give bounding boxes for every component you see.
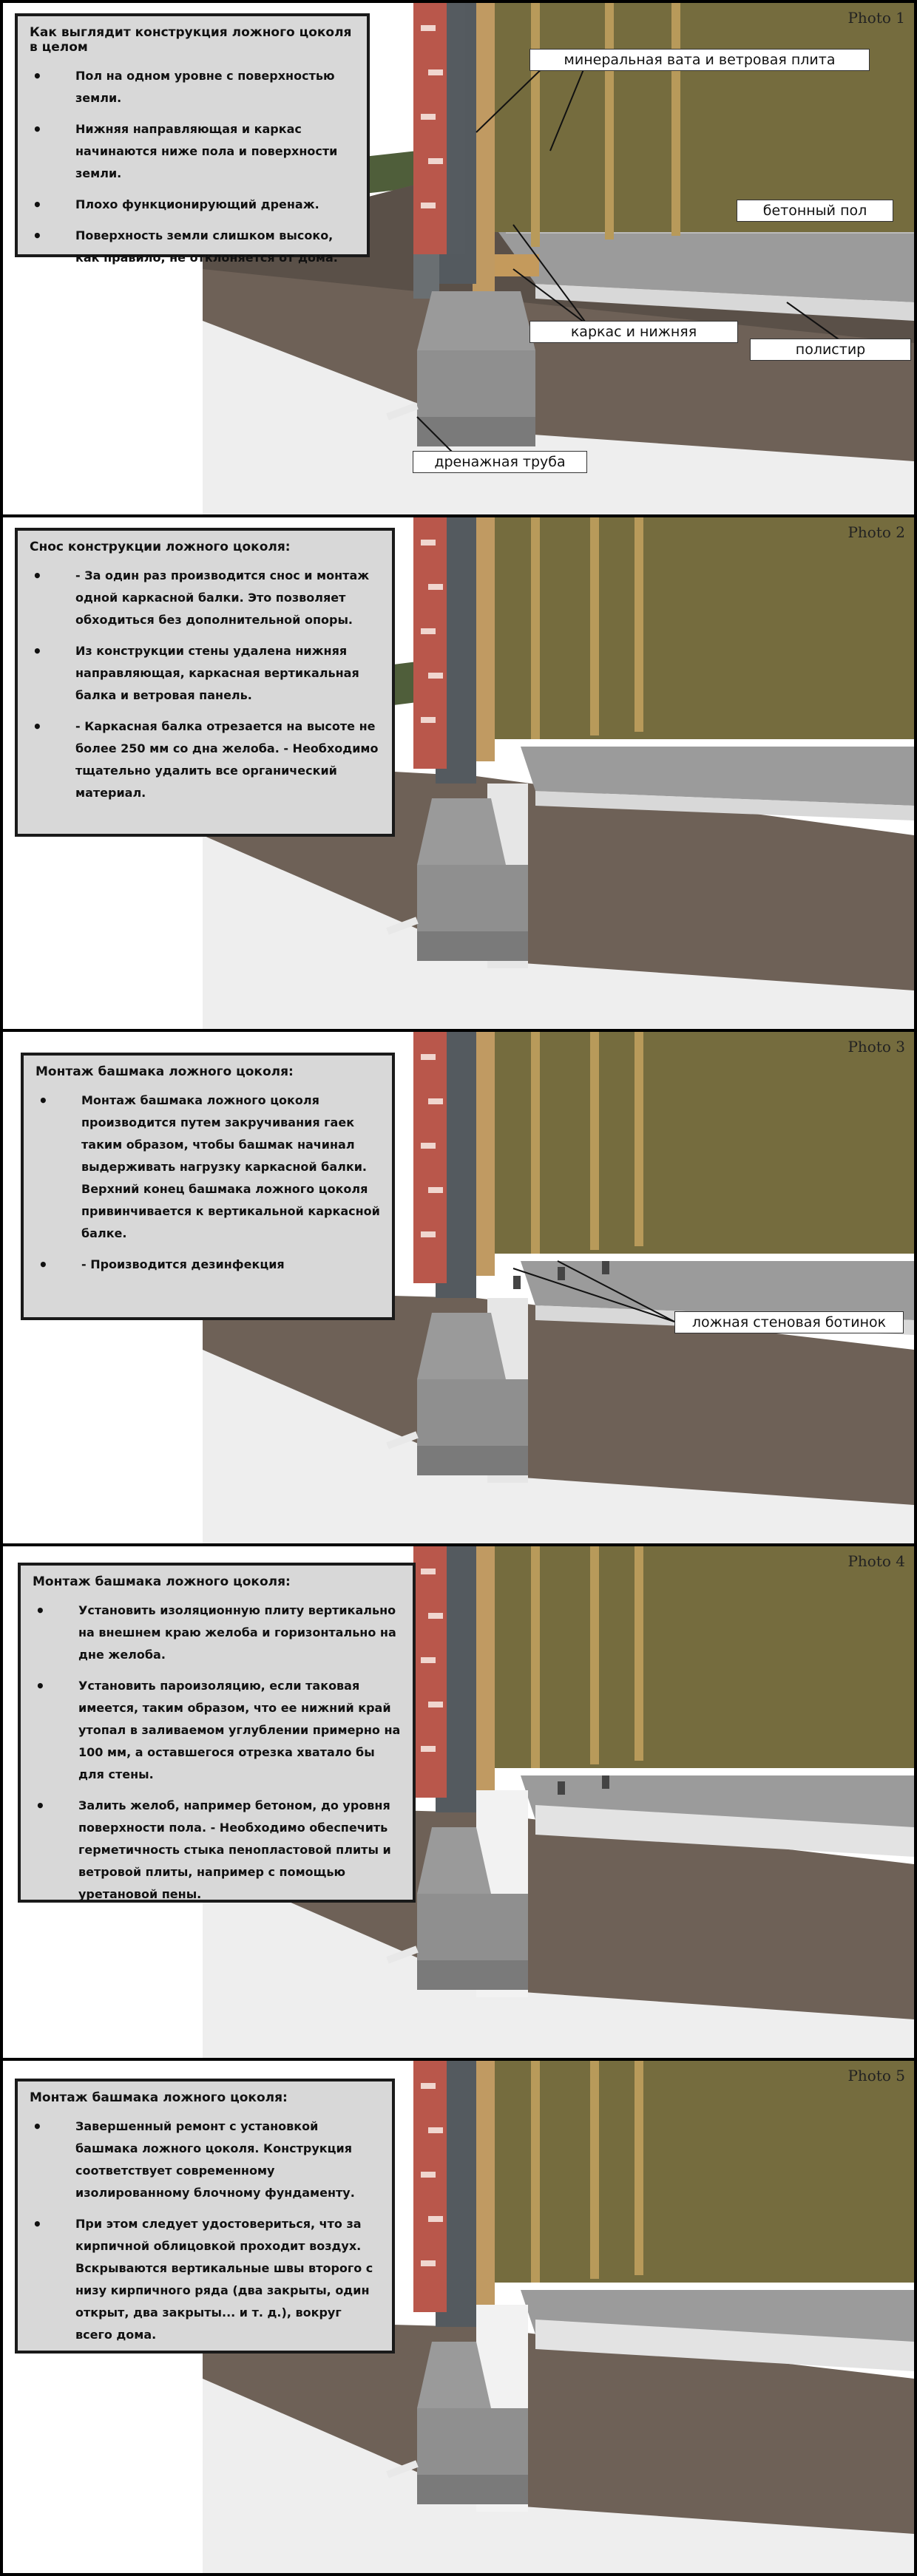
photo-panel-2: Photo 2 Снос конструкции ложного цоколя:… — [3, 517, 914, 1029]
info-box-bullet: Пол на одном уровне с поверхностью земли… — [30, 65, 355, 109]
info-box-title: Снос конструкции ложного цоколя: — [30, 540, 291, 554]
info-box-bullet: Из конструкции стены удалена нижняя напр… — [30, 640, 380, 707]
info-box-bullet: Нижняя направляющая и каркас начинаются … — [30, 118, 355, 185]
info-box: Как выглядит конструкция ложного цоколя … — [15, 13, 370, 265]
info-box-bullet: Монтаж башмака ложного цоколя производит… — [35, 1090, 380, 1245]
info-box-bullet: Поверхность земли слишком высоко, как пр… — [30, 225, 355, 269]
info-box-bullet: - Каркасная балка отрезается на высоте н… — [30, 716, 380, 804]
info-box-bullet: Установить пароизоляцию, если таковая им… — [33, 1675, 401, 1786]
photo-panel-1: Photo 1 Как выглядит конструкция ложного… — [3, 3, 914, 514]
info-box-title: Монтаж башмака ложного цоколя: — [35, 1064, 294, 1079]
info-box-bullet: - За один раз производится снос и монтаж… — [30, 565, 380, 631]
info-box-title: Монтаж башмака ложного цоколя: — [30, 2090, 288, 2105]
info-box-bullet: - Производится дезинфекция — [35, 1254, 380, 1276]
info-box-title: Монтаж башмака ложного цоколя: — [33, 1574, 291, 1589]
photo-label: Photo 1 — [847, 9, 905, 27]
callout-mineral-wool: минеральная вата и ветровая плита — [529, 49, 870, 71]
info-box-list: Установить изоляционную плиту вертикальн… — [33, 1600, 401, 1906]
photo-panel-3: Photo 3 Монтаж башмака ложного цоколя: М… — [3, 1032, 914, 1543]
info-box-list: Завершенный ремонт с установкой башмака … — [30, 2115, 380, 2346]
info-box-bullet: Установить изоляционную плиту вертикальн… — [33, 1600, 401, 1666]
photo-panel-5: Photo 5 Монтаж башмака ложного цоколя: З… — [3, 2061, 914, 2573]
callout-drain-pipe: дренажная труба — [413, 451, 587, 473]
photo-label: Photo 5 — [847, 2067, 905, 2084]
wall-section-illustration — [203, 517, 914, 1029]
info-box-bullet: При этом следует удостовериться, что за … — [30, 2213, 380, 2346]
info-box-bullet: Залить желоб, например бетоном, до уровн… — [33, 1795, 401, 1906]
wall-section-illustration — [203, 2061, 914, 2573]
info-box: Снос конструкции ложного цоколя: - За од… — [15, 528, 395, 837]
callout-frame: каркас и нижняя — [529, 321, 738, 343]
callout-polystyrene: полистир — [750, 339, 911, 361]
info-box-bullet: Завершенный ремонт с установкой башмака … — [30, 2115, 380, 2204]
info-box: Монтаж башмака ложного цоколя: Монтаж ба… — [21, 1053, 395, 1320]
wall-section-illustration — [203, 1032, 914, 1543]
info-box-bullet: Плохо функционирующий дренаж. — [30, 194, 355, 216]
photo-panel-4: Photo 4 Монтаж башмака ложного цоколя: У… — [3, 1546, 914, 2058]
photo-label: Photo 4 — [847, 1552, 905, 1570]
callout-concrete-floor: бетонный пол — [737, 200, 893, 222]
info-box: Монтаж башмака ложного цоколя: Завершенн… — [15, 2079, 395, 2354]
info-box: Монтаж башмака ложного цоколя: Установит… — [18, 1563, 416, 1903]
info-box-list: - За один раз производится снос и монтаж… — [30, 565, 380, 804]
photo-label: Photo 3 — [847, 1038, 905, 1056]
info-box-list: Пол на одном уровне с поверхностью земли… — [30, 65, 355, 269]
photo-label: Photo 2 — [847, 523, 905, 541]
callout-false-wall-shoe: ложная стеновая ботинок — [674, 1311, 904, 1333]
info-box-title: Как выглядит конструкция ложного цоколя … — [30, 25, 352, 55]
info-box-list: Монтаж башмака ложного цоколя производит… — [35, 1090, 380, 1276]
